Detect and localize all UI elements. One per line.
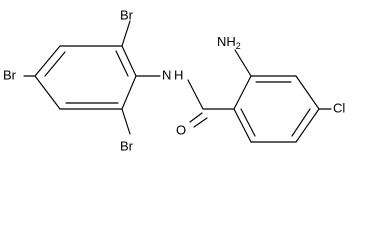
ring-bond xyxy=(121,75,137,110)
bromine-label-left: Br xyxy=(3,67,17,82)
amino-subscript-text: 2 xyxy=(236,41,241,51)
bromine-label-top: Br xyxy=(120,7,134,22)
carbonyl-oxygen-label: O xyxy=(176,122,186,137)
right-chlorophenyl-ring xyxy=(233,49,332,143)
aromatic-inner-bond xyxy=(291,108,311,137)
nitrogen-carbonyl-bond xyxy=(187,79,204,110)
ring-bond xyxy=(295,75,320,110)
bromine-bond xyxy=(121,20,131,47)
ring-bond xyxy=(121,45,137,77)
carbonyl-double-bond xyxy=(189,112,203,123)
bromine-bond xyxy=(121,108,131,135)
amino-group-label: NH2 xyxy=(217,34,241,51)
ring-bond xyxy=(34,75,61,110)
amino-nitrogen-text: NH xyxy=(217,34,236,49)
aromatic-inner-bond xyxy=(44,51,66,77)
left-tribromophenyl-ring xyxy=(23,20,137,135)
ring-bond xyxy=(233,75,252,110)
carbonyl-double-bond xyxy=(193,117,208,128)
amide-nitrogen-label: N xyxy=(162,67,171,82)
amide-linker xyxy=(135,75,235,128)
molecular-structure: Br Br Br N H O NH2 Cl xyxy=(3,7,345,153)
ring-bond xyxy=(295,108,320,143)
amino-bond xyxy=(234,49,252,77)
amide-hydrogen-label: H xyxy=(174,67,183,82)
aromatic-inner-bond xyxy=(115,50,129,77)
aromatic-inner-bond xyxy=(240,108,256,137)
ring-bond xyxy=(34,45,61,77)
chlorine-label: Cl xyxy=(333,100,345,115)
bromine-label-bottom: Br xyxy=(120,138,134,153)
ring-bond xyxy=(233,108,252,143)
